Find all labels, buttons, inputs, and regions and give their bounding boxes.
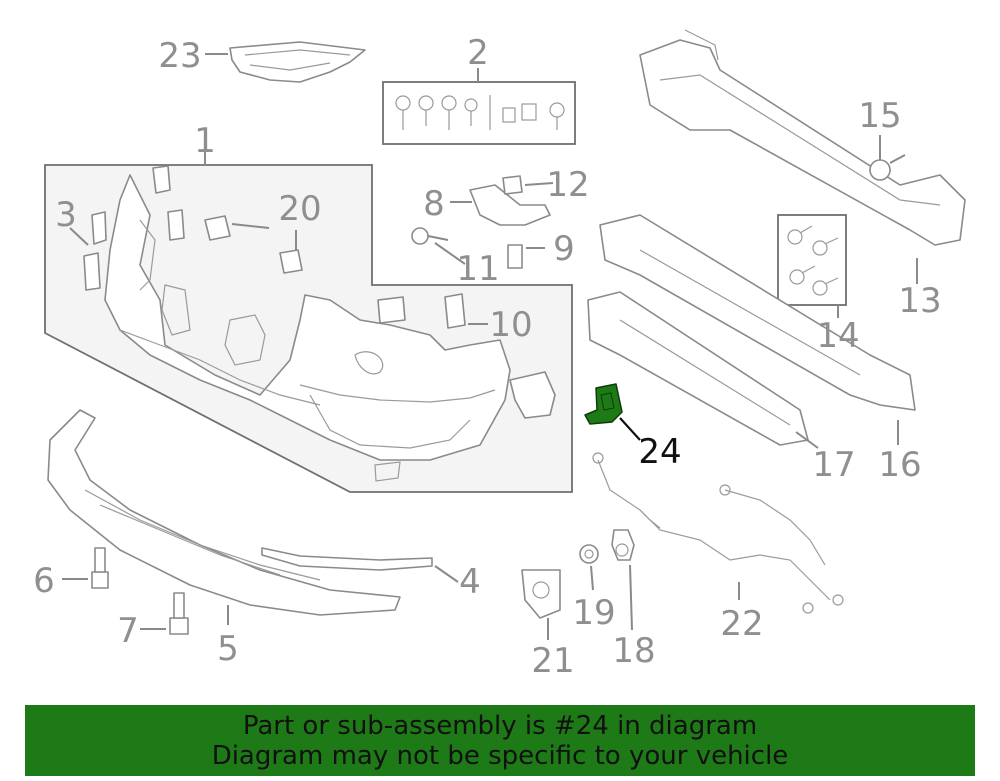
callout-2: 2 xyxy=(467,33,489,73)
banner-line-2: Diagram may not be specific to your vehi… xyxy=(211,741,789,771)
callout-15: 15 xyxy=(858,96,901,136)
callout-5: 5 xyxy=(217,629,239,669)
part-12-clip xyxy=(502,175,523,195)
callout-1: 1 xyxy=(194,121,216,161)
callout-14: 14 xyxy=(816,316,859,356)
part-16-absorber-bar xyxy=(599,214,916,411)
misc-clips-box xyxy=(152,165,556,419)
callout-16: 16 xyxy=(878,445,921,485)
part-8-bracket xyxy=(469,184,551,226)
callout-17: 17 xyxy=(812,445,855,485)
part-18-parking-sensor xyxy=(611,529,635,561)
part-1-bumper-cover xyxy=(104,174,511,482)
part-20-clip xyxy=(204,215,303,274)
callout-4: 4 xyxy=(459,562,481,602)
part-21-sensor-bracket xyxy=(521,569,561,619)
part-14-bolt-box xyxy=(777,214,847,306)
callout-13: 13 xyxy=(898,281,941,321)
callout-21: 21 xyxy=(531,641,574,681)
callout-6: 6 xyxy=(33,561,55,601)
callout-22: 22 xyxy=(720,604,763,644)
part-19-seal-ring xyxy=(579,544,599,564)
callout-3: 3 xyxy=(55,195,77,235)
part-6-screw xyxy=(91,547,109,589)
part-22-wiring-harness xyxy=(592,452,844,614)
part-13-reinforcement xyxy=(639,29,966,246)
part-2-hardware-box xyxy=(382,68,576,145)
banner-line-1: Part or sub-assembly is #24 in diagram xyxy=(242,711,758,741)
callout-20: 20 xyxy=(278,189,321,229)
callout-23: 23 xyxy=(158,36,201,76)
part-23-bracket xyxy=(229,41,366,83)
part-3-bracket xyxy=(83,211,107,291)
callout-11: 11 xyxy=(456,249,499,289)
part-11-bolt xyxy=(411,227,449,245)
callout-7: 7 xyxy=(117,611,139,651)
callout-19: 19 xyxy=(572,593,615,633)
exploded-parts-diagram: 1 2 3 4 5 6 7 8 9 10 11 12 13 14 15 16 1… xyxy=(33,29,966,681)
callout-12: 12 xyxy=(546,165,589,205)
part-info-banner: Part or sub-assembly is #24 in diagram D… xyxy=(25,705,975,776)
callout-10: 10 xyxy=(489,305,532,345)
part-17-foam-absorber xyxy=(587,291,809,446)
part-4-trim-strip xyxy=(261,547,433,571)
callout-9: 9 xyxy=(553,229,575,269)
callout-8: 8 xyxy=(423,184,445,224)
part-9-bolt xyxy=(507,244,523,269)
leader-lines xyxy=(62,53,918,640)
callout-18: 18 xyxy=(612,631,655,671)
part-5-lower-grille xyxy=(47,409,401,616)
part-7-screw xyxy=(169,592,189,635)
callout-24: 24 xyxy=(638,432,681,472)
callout-labels: 1 2 3 4 5 6 7 8 9 10 11 12 13 14 15 16 1… xyxy=(33,33,941,681)
part-15-push-pin xyxy=(869,154,906,181)
part-24-bracket-highlighted xyxy=(584,383,623,425)
